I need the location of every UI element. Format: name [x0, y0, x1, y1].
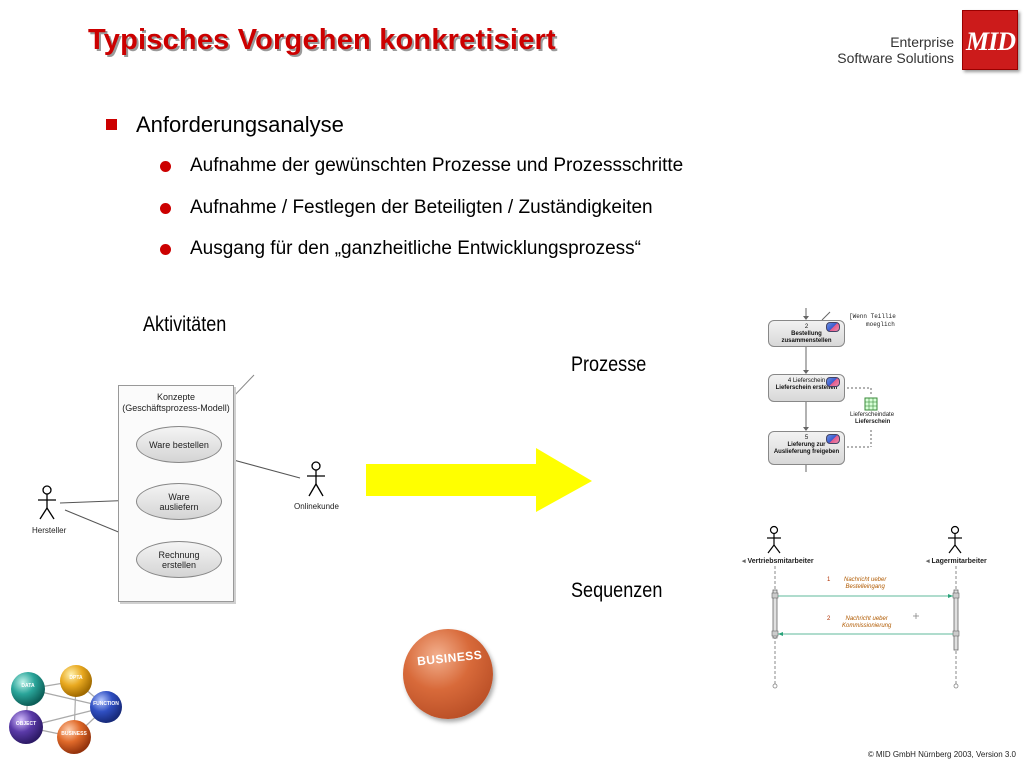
speaker-icon: ◂: [926, 558, 930, 565]
process-object-line-2: Lieferschein: [855, 419, 891, 425]
sphere-label-business: BUSINESS: [61, 731, 87, 737]
activity-num: 4 Lieferschein: [787, 378, 826, 384]
actor-right-label: Onlinekunde: [294, 502, 339, 511]
activity-gem-icon: [826, 322, 840, 332]
round-bullet-icon: [160, 161, 171, 172]
actor-right-icon: [307, 461, 325, 497]
system-title-line-1: Konzepte: [156, 392, 196, 402]
activity-gem-icon: [826, 434, 840, 444]
transition-arrow-icon: [366, 448, 592, 512]
activity-num: 2: [804, 324, 809, 330]
sequence-actor-left-text: Vertriebsmitarbeiter: [747, 558, 814, 565]
mid-logo-mark: MID: [966, 27, 1016, 56]
sphere-data-icon: [11, 672, 45, 706]
activity-num: 5: [804, 435, 809, 441]
sphere-label-data: DATA: [21, 683, 35, 689]
actor-left-icon: [38, 485, 56, 520]
system-title-line-2: (Geschäftsprozess-Modell): [122, 403, 230, 413]
round-bullet-icon: [160, 244, 171, 255]
system-corner-line: [231, 374, 255, 399]
activity-text: Bestellung zusammenstellen: [781, 331, 832, 344]
sphere-label-function: FUNCTION: [93, 701, 119, 707]
bullet-main-text: Anforderungsanalyse: [136, 112, 344, 137]
sub-bullet-text: Aufnahme der gewünschten Prozesse und Pr…: [190, 155, 684, 176]
sub-bullet-text: Ausgang für den „ganzheitliche Entwicklu…: [190, 238, 641, 259]
usecase-ware-bestellen: Ware bestellen: [136, 426, 222, 463]
message-1-line-2: Bestelleingang: [845, 584, 885, 590]
sequence-actor-right-label: ◂ Lagermitarbeiter: [926, 557, 987, 565]
message-number-2: 2: [827, 616, 831, 622]
message-2: Nachricht ueber Kommissionierung: [842, 616, 891, 630]
message-number-1: 1: [827, 577, 831, 583]
label-sequences: Sequenzen: [571, 579, 663, 602]
system-title: Konzepte (Geschäftsprozess-Modell): [119, 392, 233, 414]
sphere-dpta-icon: [60, 665, 92, 697]
sphere-function-icon: [90, 691, 122, 723]
message-2-line-2: Kommissionierung: [842, 623, 892, 629]
footer-copyright: © MID GmbH Nürnberg 2003, Version 3.0: [867, 750, 1016, 759]
round-bullet-icon: [160, 203, 171, 214]
mid-logo: MID: [962, 10, 1018, 70]
logo-line-2: Software Solutions: [837, 50, 954, 66]
sequence-actor-left-label: ◂ Vertriebsmitarbeiter: [742, 557, 814, 565]
activity-text: Lieferung zur Auslieferung freigeben: [773, 442, 840, 455]
sphere-label-object: OBJECT: [16, 721, 36, 727]
sphere-network-logo: DATA DPTA FUNCTION OBJECT BUSINESS: [9, 665, 122, 754]
sub-bullet-text: Aufnahme / Festlegen der Beteiligten / Z…: [190, 197, 653, 218]
process-note-line-2: moeglich: [866, 321, 895, 328]
actor-left-label: Hersteller: [32, 526, 67, 535]
business-ball: BUSINESS: [403, 629, 493, 719]
process-note-line-1: [Wenn Teillie: [849, 313, 896, 320]
system-boundary: Konzepte (Geschäftsprozess-Modell) Ware …: [118, 385, 234, 602]
activity-step-2: 2 Bestellung zusammenstellen: [768, 320, 845, 347]
company-logo-text: Enterprise Software Solutions: [837, 34, 954, 66]
process-object-line-1: Lieferscheindate: [850, 412, 895, 418]
message-1: Nachricht ueber Bestelleingang: [844, 577, 886, 591]
sequence-actor-right-icon: [948, 525, 962, 554]
data-object-icon: [864, 397, 878, 411]
sequence-actor-left-icon: [767, 525, 781, 554]
label-processes: Prozesse: [571, 353, 647, 376]
usecase-ware-ausliefern: Ware ausliefern: [136, 483, 222, 520]
activity-step-4: 4 Lieferschein Lieferschein erstellen: [768, 374, 845, 402]
message-1-line-1: Nachricht ueber: [844, 577, 887, 583]
sequence-actor-right-text: Lagermitarbeiter: [931, 558, 987, 565]
usecase-rechnung-erstellen: Rechnung erstellen: [136, 541, 222, 578]
square-bullet-icon: [106, 119, 117, 130]
activity-gem-icon: [826, 377, 840, 387]
page-title: Typisches Vorgehen konkretisiert: [88, 24, 556, 56]
sphere-business-icon: [57, 720, 91, 754]
sphere-label-dpta: DPTA: [69, 675, 83, 681]
business-ball-label: BUSINESS: [416, 647, 483, 669]
speaker-icon: ◂: [742, 558, 746, 565]
label-activities: Aktivitäten: [143, 313, 227, 336]
activity-text: Lieferschein erstellen: [775, 385, 838, 391]
sphere-object-icon: [9, 710, 43, 744]
logo-line-1: Enterprise: [890, 34, 954, 50]
message-2-line-1: Nachricht ueber: [845, 616, 888, 622]
